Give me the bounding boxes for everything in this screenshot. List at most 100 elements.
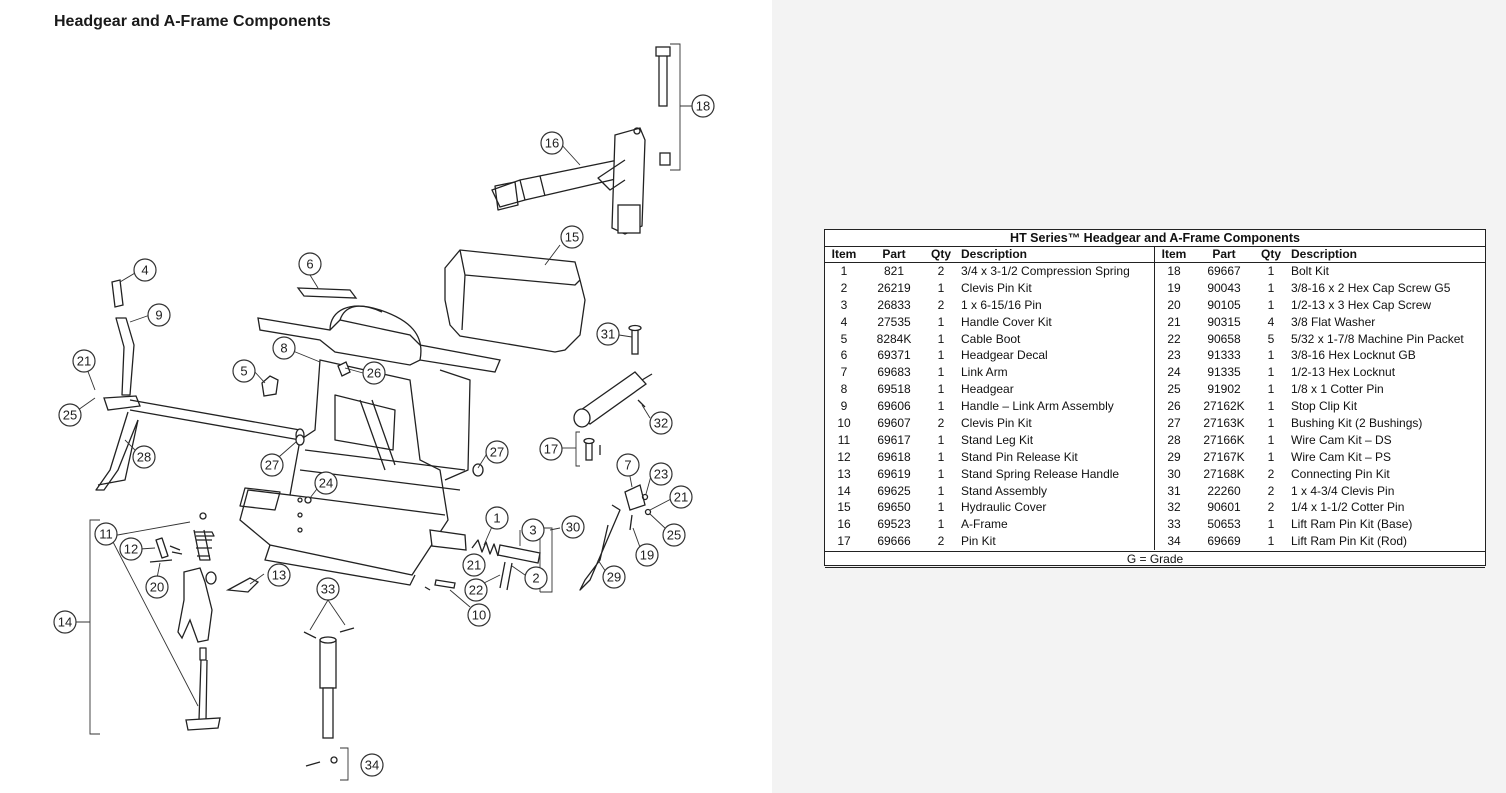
svg-text:2: 2 [532,571,539,586]
svg-text:15: 15 [565,230,579,245]
table-cell-desc: Clevis Pin Kit [961,416,1032,431]
header-qty: Qty [930,247,951,261]
callout-13: 13 [267,563,291,587]
table-cell-desc: Wire Cam Kit – PS [1291,449,1392,464]
table-cell-desc: 1/8 x 1 Cotter Pin [1291,382,1384,397]
callout-14: 14 [53,610,77,634]
callout-25b: 25 [662,523,686,547]
table-cell-part: 26833 [877,297,911,312]
callout-17: 17 [539,437,563,461]
svg-text:4: 4 [141,263,148,278]
table-cell-desc: Headgear [961,382,1014,397]
table-cell-desc: Link Arm [961,365,1008,380]
table-cell-qty: 1 [1267,280,1275,295]
svg-text:12: 12 [124,542,138,557]
table-cell-part: 69650 [877,500,911,515]
callout-31: 31 [596,322,620,346]
table-cell-qty: 1 [937,483,945,498]
table-cell-qty: 1 [1267,432,1275,447]
table-cell-part: 8284K [876,331,912,346]
table-cell-desc: 1 x 6-15/16 Pin [961,297,1042,312]
table-cell-item: 14 [837,483,851,498]
table-cell-desc: Bolt Kit [1291,264,1330,278]
table-cell-qty: 1 [937,432,945,447]
table-cell-qty: 1 [937,449,945,464]
header-item: Item [1161,247,1187,261]
table-cell-part: 27166K [1203,432,1245,447]
table-cell-qty: 1 [1267,449,1275,464]
table-cell-item: 25 [1167,382,1181,397]
svg-text:8: 8 [280,341,287,356]
table-cell-desc: Lift Ram Pin Kit (Base) [1291,517,1413,532]
callout-27a: 27 [260,453,284,477]
table-cell-qty: 1 [937,500,945,515]
svg-text:11: 11 [99,527,113,542]
svg-text:10: 10 [472,608,486,623]
table-cell-part: 90601 [1207,500,1241,515]
table-cell-part: 50653 [1207,517,1241,532]
table-cell-part: 22260 [1207,483,1241,498]
table-cell-qty: 1 [937,517,945,532]
callout-28: 28 [132,445,156,469]
header-description: Description [1291,247,1358,261]
table-cell-item: 10 [837,416,851,431]
callout-2: 2 [524,566,548,590]
table-cell-qty: 1 [937,466,945,481]
headgear-decal-drawing [296,287,358,299]
table-cell-item: 8 [840,382,848,397]
table-cell-desc: Stand Assembly [961,483,1048,498]
table-cell-item: 11 [837,432,851,447]
table-cell-desc: Clevis Pin Kit [961,280,1032,295]
header-item: Item [831,247,857,261]
callout-16: 16 [540,131,564,155]
table-cell-qty: 2 [1267,500,1275,515]
cotter-pin-drawing [637,399,646,408]
svg-text:25: 25 [667,528,681,543]
callout-7: 7 [616,453,640,477]
svg-text:6: 6 [306,257,313,272]
table-cell-item: 21 [1167,314,1181,329]
svg-text:21: 21 [467,558,481,573]
table-cell-item: 26 [1167,399,1181,414]
table-cell-qty: 1 [937,382,945,397]
exploded-parts-diagram: 1 2 3 4 5 6 7 8 9 10 11 12 13 14 15 16 1… [53,43,715,781]
table-cell-desc: Handle Cover Kit [961,314,1052,329]
callout-22: 22 [464,578,488,602]
svg-text:26: 26 [367,366,381,381]
table-cell-part: 69606 [877,399,911,414]
table-cell-part: 821 [883,264,905,278]
table-cell-qty: 1 [937,314,945,329]
table-cell-part: 69371 [877,348,911,363]
table-cell-part: 27162K [1203,399,1245,414]
svg-text:9: 9 [155,308,162,323]
bolt-kit-drawing [655,43,692,171]
callout-25a: 25 [58,403,82,427]
table-cell-desc: Handle – Link Arm Assembly [961,399,1114,414]
table-cell-qty: 1 [1267,382,1275,397]
table-cell-part: 69669 [1207,534,1241,549]
callout-8: 8 [272,336,296,360]
svg-text:14: 14 [58,615,72,630]
table-cell-item: 34 [1167,534,1181,549]
svg-text:21: 21 [674,490,688,505]
table-cell-qty: 1 [937,280,945,295]
callout-19: 19 [635,543,659,567]
table-cell-part: 91335 [1207,365,1241,380]
callout-30: 30 [561,515,585,539]
svg-text:34: 34 [365,758,379,773]
table-cell-part: 69523 [877,517,911,532]
